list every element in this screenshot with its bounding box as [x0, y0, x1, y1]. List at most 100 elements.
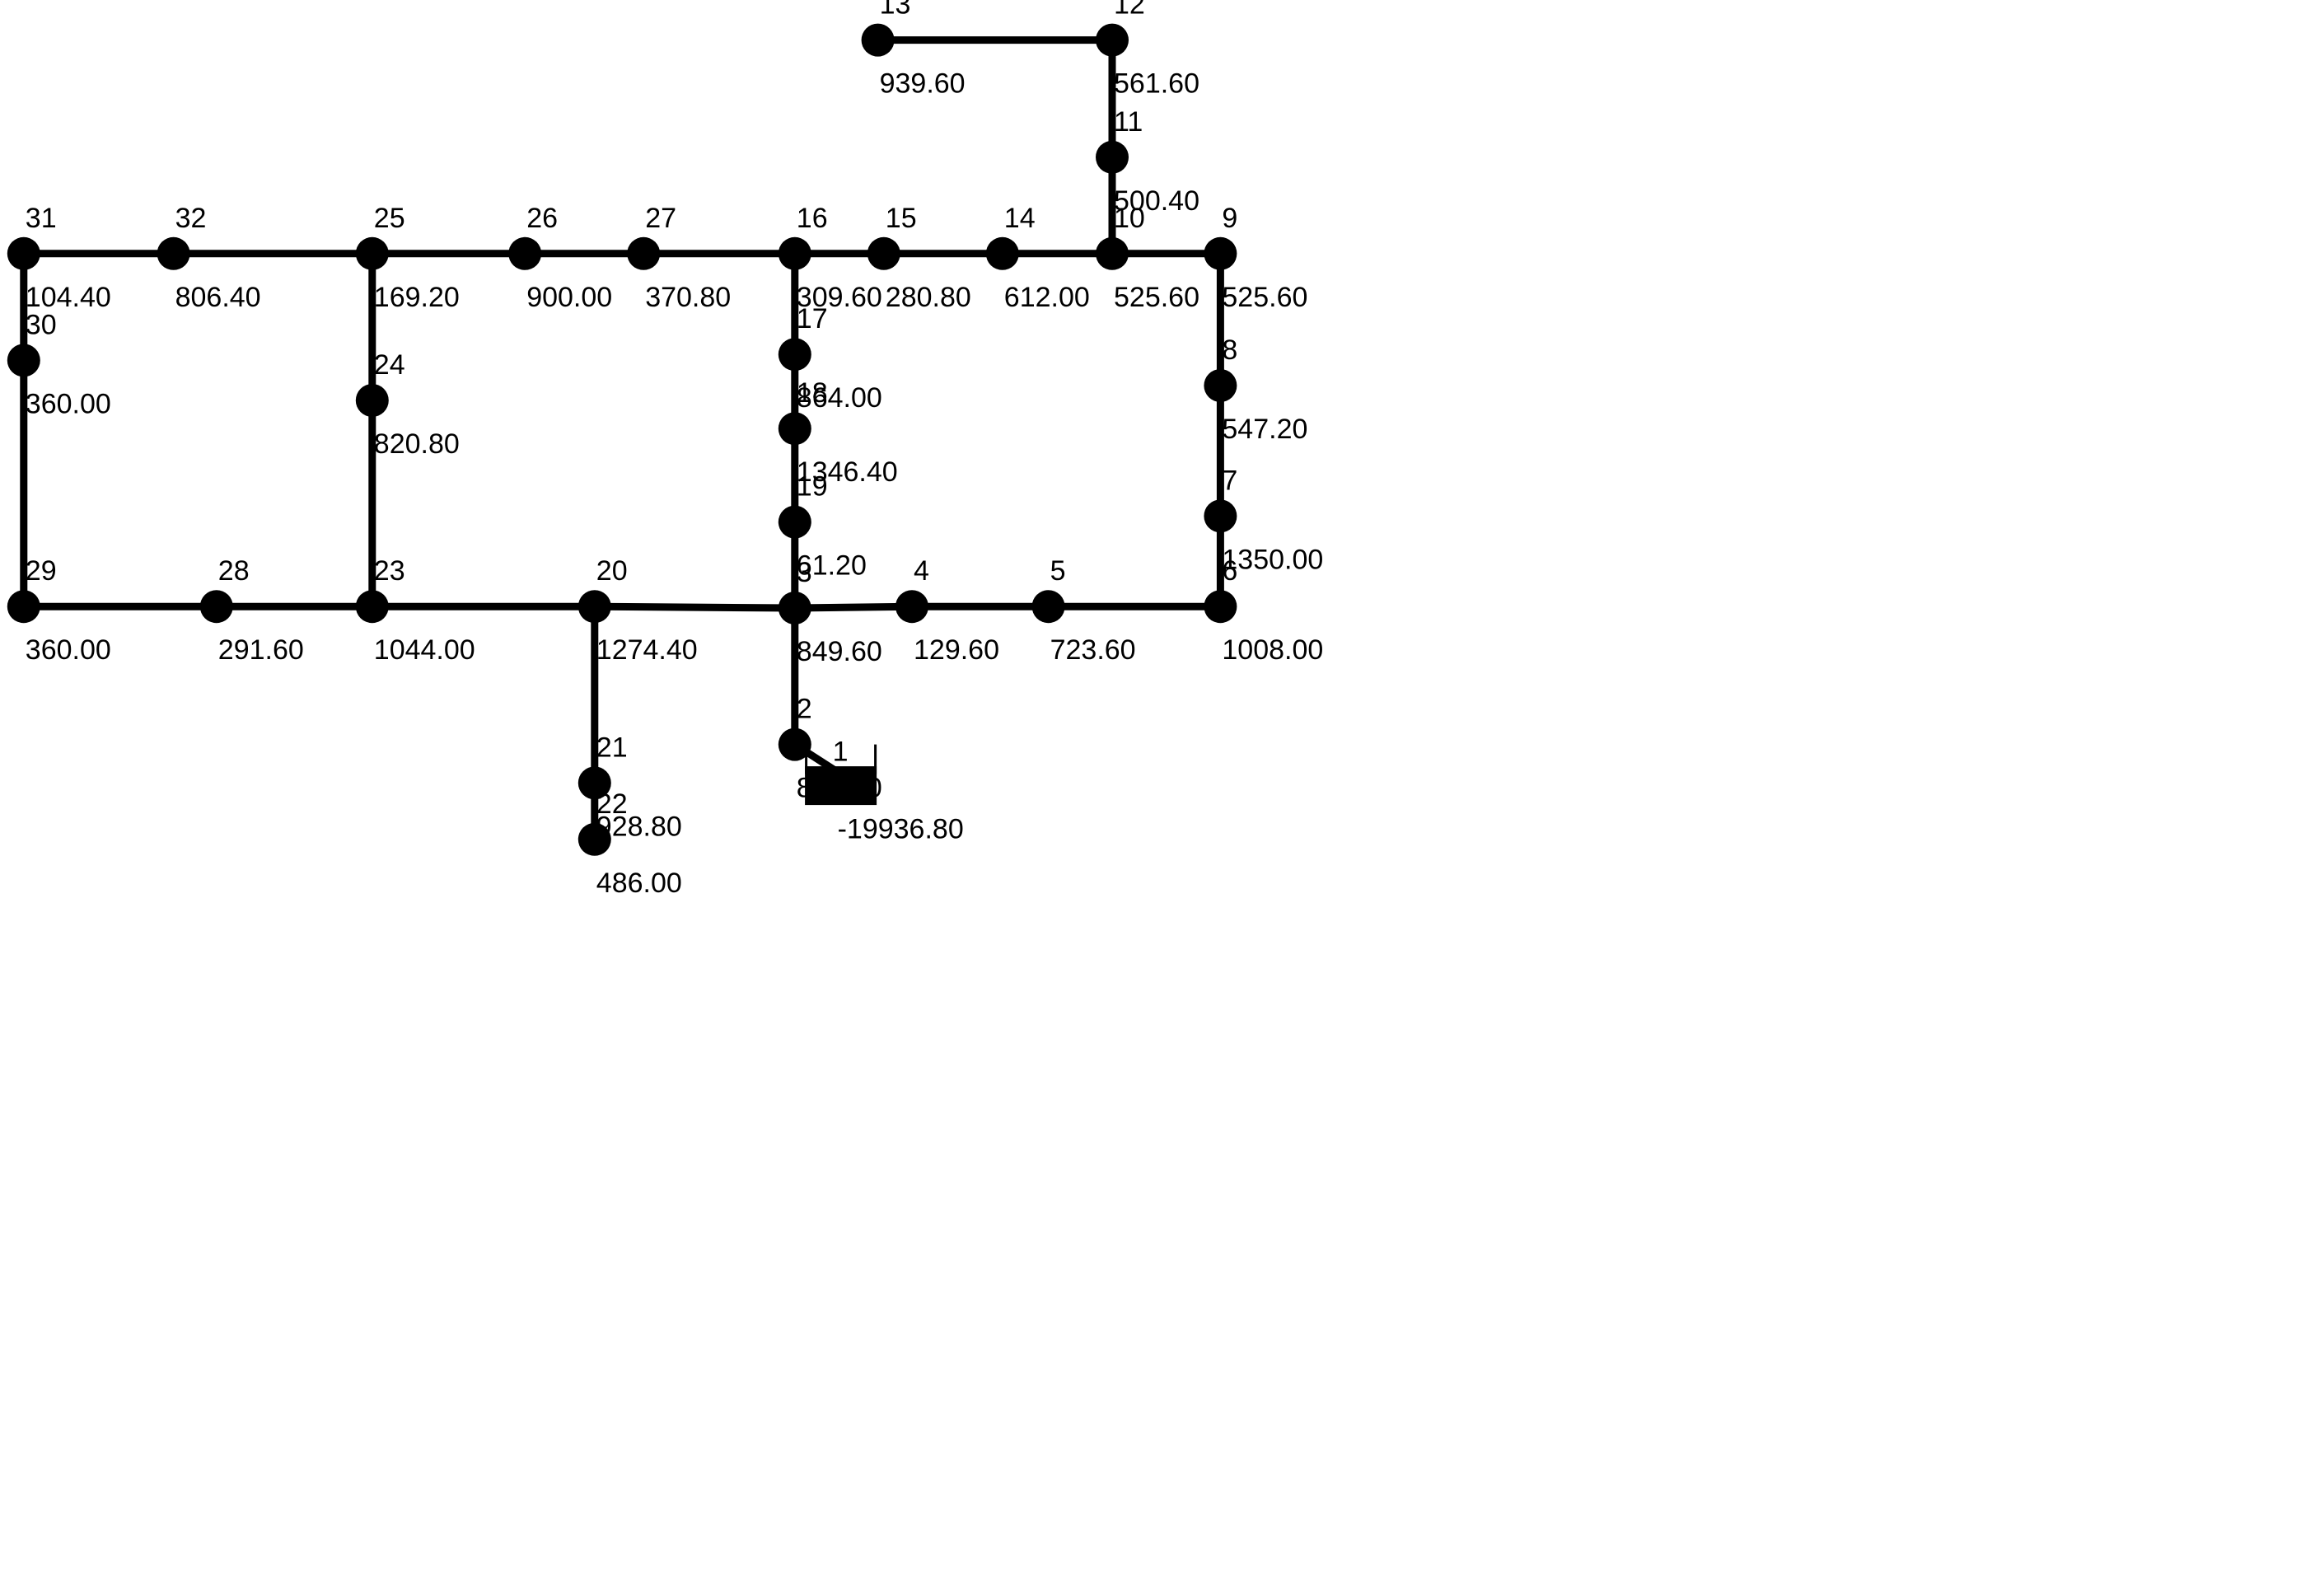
- node-id-label-23: 23: [374, 555, 405, 587]
- junction-node-30[interactable]: [7, 344, 40, 377]
- node-demand-label-3: 849.60: [797, 636, 882, 667]
- node-demand-label-28: 291.60: [218, 634, 304, 666]
- junction-node-20[interactable]: [577, 590, 611, 624]
- junction-node-27[interactable]: [627, 236, 661, 270]
- node-demand-label-14: 612.00: [1004, 282, 1090, 313]
- junction-node-19[interactable]: [778, 505, 811, 539]
- node-id-label-9: 9: [1222, 203, 1237, 234]
- label-layer: 1-19936.802885.603849.604129.605723.6061…: [26, 0, 1324, 899]
- junction-node-15[interactable]: [867, 236, 900, 270]
- junction-node-28[interactable]: [199, 590, 233, 624]
- junction-node-21[interactable]: [577, 766, 611, 800]
- node-id-label-10: 10: [1114, 203, 1145, 234]
- junction-node-24[interactable]: [355, 384, 389, 417]
- node-id-label-12: 12: [1114, 0, 1145, 21]
- node-demand-label-30: 360.00: [26, 388, 111, 419]
- node-demand-label-18: 1346.40: [797, 456, 898, 488]
- junction-node-11[interactable]: [1096, 140, 1129, 174]
- node-id-label-3: 3: [797, 557, 812, 588]
- node-demand-label-16: 309.60: [797, 282, 882, 313]
- node-id-label-29: 29: [26, 555, 57, 587]
- node-id-label-19: 19: [797, 471, 828, 503]
- node-demand-label-20: 1274.40: [596, 634, 698, 666]
- junction-node-29[interactable]: [7, 590, 40, 624]
- junction-node-2[interactable]: [778, 727, 811, 761]
- node-demand-label-12: 561.60: [1114, 68, 1199, 100]
- node-demand-label-31: 104.40: [26, 282, 111, 313]
- junction-node-12[interactable]: [1096, 23, 1129, 57]
- node-demand-label-9: 525.60: [1222, 282, 1307, 313]
- node-id-label-8: 8: [1222, 334, 1237, 366]
- node-demand-label-5: 723.60: [1050, 634, 1136, 666]
- node-id-label-1: 1: [833, 737, 849, 768]
- node-id-label-18: 18: [797, 377, 828, 409]
- pipe-3-20[interactable]: [594, 602, 795, 612]
- node-demand-label-21: 928.80: [596, 811, 682, 842]
- junction-node-31[interactable]: [7, 236, 40, 270]
- pipe-layer: [20, 36, 1224, 840]
- node-id-label-2: 2: [797, 694, 812, 725]
- node-id-label-17: 17: [797, 303, 828, 334]
- node-id-label-6: 6: [1222, 555, 1237, 587]
- node-id-label-11: 11: [1114, 106, 1143, 138]
- reservoir-symbol: [805, 766, 877, 806]
- node-id-label-15: 15: [886, 203, 917, 234]
- node-demand-label-26: 900.00: [526, 282, 612, 313]
- junction-node-5[interactable]: [1031, 590, 1065, 624]
- node-demand-label-1: -19936.80: [838, 814, 964, 845]
- node-demand-label-15: 280.80: [886, 282, 971, 313]
- junction-node-32[interactable]: [157, 236, 190, 270]
- node-demand-label-22: 486.00: [596, 868, 682, 899]
- node-id-label-30: 30: [26, 309, 57, 340]
- node-id-label-13: 13: [880, 0, 911, 21]
- junction-node-4[interactable]: [895, 590, 928, 624]
- junction-node-22[interactable]: [577, 822, 611, 856]
- junction-node-3[interactable]: [778, 592, 811, 624]
- junction-node-8[interactable]: [1204, 369, 1237, 402]
- junction-node-25[interactable]: [355, 236, 389, 270]
- node-id-label-7: 7: [1222, 465, 1237, 496]
- junction-node-7[interactable]: [1204, 499, 1237, 533]
- node-id-label-24: 24: [374, 349, 405, 381]
- node-demand-label-7: 1350.00: [1222, 544, 1323, 575]
- node-id-label-26: 26: [526, 203, 558, 234]
- node-demand-label-13: 939.60: [880, 68, 966, 100]
- junction-node-14[interactable]: [985, 236, 1019, 270]
- node-id-label-25: 25: [374, 203, 405, 234]
- node-demand-label-4: 129.60: [914, 634, 999, 666]
- node-id-label-31: 31: [26, 203, 57, 234]
- node-layer: [7, 23, 1237, 856]
- node-demand-label-24: 820.80: [374, 428, 460, 460]
- node-demand-label-8: 547.20: [1222, 414, 1307, 445]
- junction-node-13[interactable]: [861, 23, 895, 57]
- junction-node-10[interactable]: [1096, 236, 1129, 270]
- node-demand-label-6: 1008.00: [1222, 634, 1323, 666]
- node-demand-label-2: 885.60: [797, 773, 882, 804]
- node-demand-label-23: 1044.00: [374, 634, 475, 666]
- node-id-label-21: 21: [596, 732, 628, 763]
- node-demand-label-32: 806.40: [175, 282, 261, 313]
- node-demand-label-29: 360.00: [26, 634, 111, 666]
- reservoir-1[interactable]: [805, 744, 877, 806]
- junction-node-23[interactable]: [355, 590, 389, 624]
- junction-node-18[interactable]: [778, 412, 811, 446]
- pipe-3-4[interactable]: [794, 602, 913, 612]
- junction-node-17[interactable]: [778, 338, 811, 372]
- node-id-label-27: 27: [645, 203, 676, 234]
- node-id-label-20: 20: [596, 555, 628, 587]
- node-id-label-4: 4: [914, 555, 929, 587]
- junction-node-16[interactable]: [778, 236, 811, 270]
- node-id-label-32: 32: [175, 203, 207, 234]
- node-id-label-28: 28: [218, 555, 250, 587]
- node-demand-label-19: 61.20: [797, 550, 867, 582]
- node-demand-label-25: 169.20: [374, 282, 460, 313]
- junction-node-26[interactable]: [508, 236, 542, 270]
- node-demand-label-27: 370.80: [645, 282, 731, 313]
- node-id-label-5: 5: [1050, 555, 1066, 587]
- node-demand-label-17: 864.00: [797, 382, 882, 414]
- junction-node-6[interactable]: [1204, 590, 1237, 624]
- node-id-label-14: 14: [1004, 203, 1036, 234]
- junction-node-9[interactable]: [1204, 236, 1237, 270]
- node-id-label-22: 22: [596, 788, 628, 820]
